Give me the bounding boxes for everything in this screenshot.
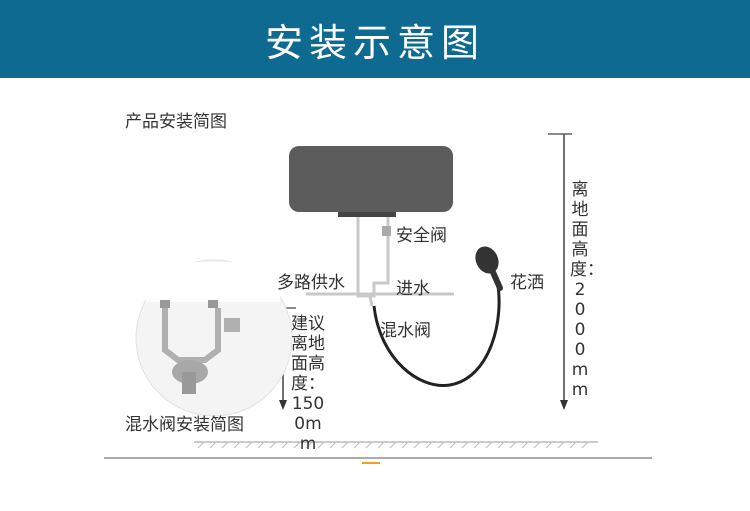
shower-head-icon (475, 246, 503, 291)
product-diagram-title: 产品安装简图 (125, 112, 227, 132)
multi-supply-label: 多路供水 (277, 273, 345, 293)
mix-valve-diagram-title: 混水阀安装简图 (125, 415, 244, 435)
mixing-valve-inset (135, 259, 293, 417)
safety-valve (382, 226, 391, 236)
shower-label: 花洒 (510, 273, 544, 293)
height-suggest-label: 建议离地面高度：1500mm (291, 314, 325, 454)
water-heater-tank (289, 146, 453, 212)
safety-valve-label: 安全阀 (396, 226, 447, 246)
height-total-label: 离地面高度：2000mm (570, 180, 604, 400)
page-title: 安装示意图 (264, 21, 485, 65)
mounting-bracket (338, 212, 396, 217)
accent-mark (362, 462, 380, 464)
shower-hose (372, 279, 501, 388)
water-inlet-label: 进水 (396, 279, 430, 299)
header-banner: 安装示意图 (0, 0, 750, 78)
pipe-group (306, 217, 454, 307)
mixing-valve-label: 混水阀 (380, 321, 431, 341)
